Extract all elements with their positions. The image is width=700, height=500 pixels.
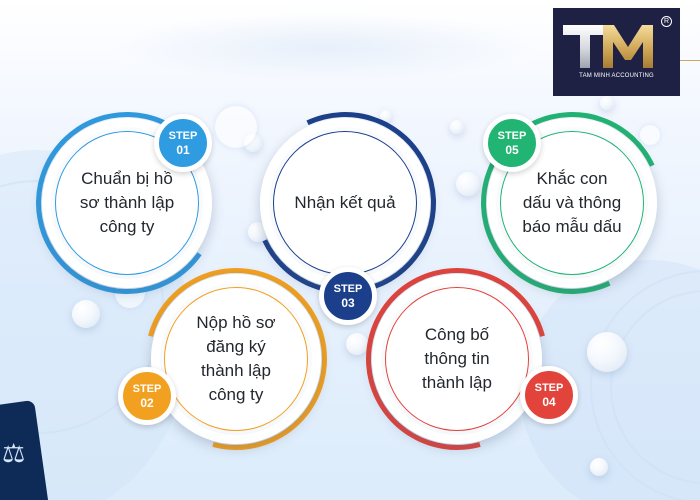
step-badge-number: 02	[140, 395, 154, 410]
step-badge-label: STEP	[534, 381, 564, 394]
decorative-bubble	[380, 110, 392, 122]
decorative-bubble	[215, 106, 257, 148]
decorative-line	[680, 60, 700, 61]
step-card: Chuẩn bị hồ sơ thành lập công ty	[42, 118, 212, 288]
decorative-bubble	[72, 300, 100, 328]
step-badge-number: 03	[341, 295, 355, 310]
step-inner-circle	[164, 287, 308, 431]
registered-mark: R	[661, 16, 672, 27]
step-badge-label: STEP	[132, 382, 162, 395]
step-description: Công bố thông tin thành lập	[422, 325, 492, 392]
step-inner-circle	[273, 131, 417, 275]
step-card: Nhận kết quả	[260, 118, 430, 288]
step-description: Nhận kết quả	[294, 193, 396, 212]
scales-icon: ⚖	[2, 438, 26, 468]
step-badge-label: STEP	[168, 129, 198, 142]
decorative-bubble	[456, 172, 480, 196]
step-badge-label: STEP	[497, 129, 527, 142]
step-badge-label: STEP	[333, 282, 363, 295]
decorative-bubble	[587, 332, 627, 372]
decorative-bubble	[450, 120, 464, 134]
logo-caption: TAM MINH ACCOUNTING	[579, 73, 654, 79]
decorative-bubble	[600, 96, 614, 110]
step-description: Chuẩn bị hồ sơ thành lập công ty	[79, 169, 175, 236]
step-card: Công bố thông tin thành lập	[372, 274, 542, 444]
step-description: Nộp hồ sơ đăng ký thành lập công ty	[196, 313, 276, 404]
decorative-bubble	[640, 125, 660, 145]
decorative-bubble	[590, 458, 608, 476]
decorative-bubble	[346, 333, 368, 355]
step-badge-number: 01	[176, 142, 190, 157]
company-logo: R TAM MINH ACCOUNTING	[553, 8, 680, 96]
background-shape	[110, 12, 540, 82]
step-description: Khắc con dấu và thông báo mẫu dấu	[522, 169, 622, 236]
step-badge-number: 05	[505, 142, 519, 157]
step-badge-number: 04	[542, 394, 556, 409]
step-card: Nộp hồ sơ đăng ký thành lập công ty	[151, 274, 321, 444]
step-inner-circle	[385, 287, 529, 431]
